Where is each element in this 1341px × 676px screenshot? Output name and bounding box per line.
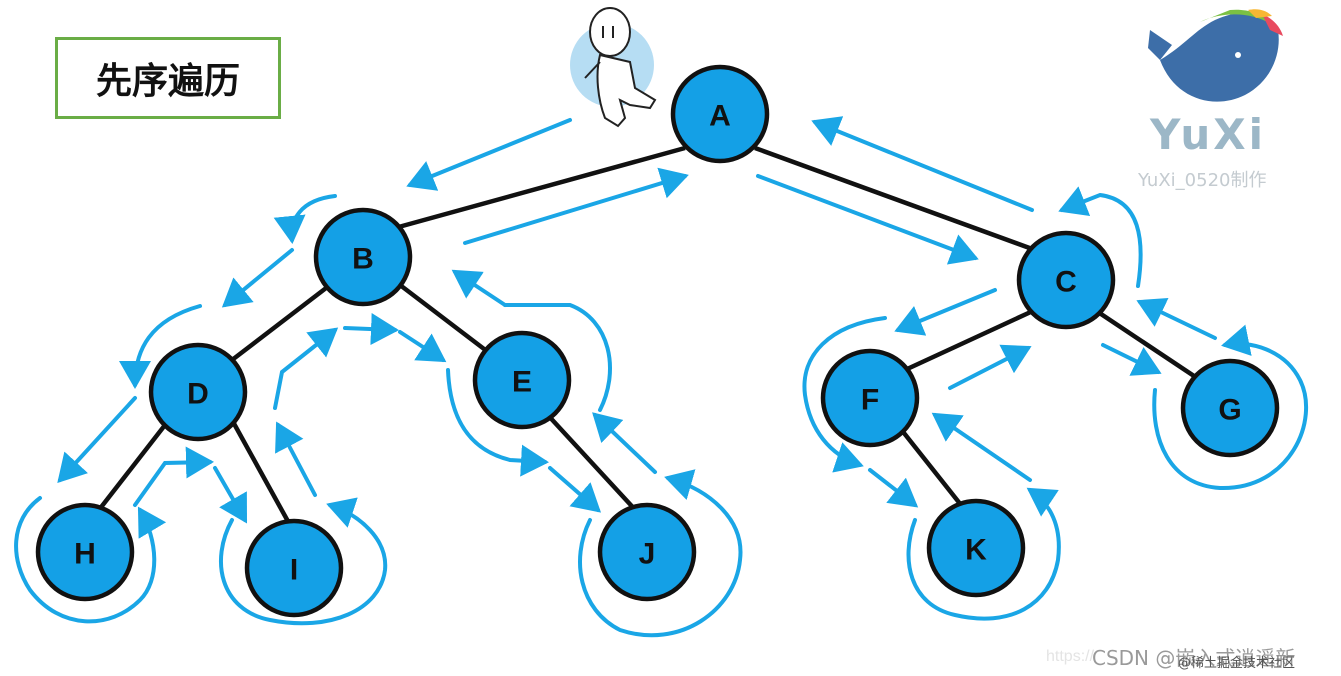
edge-a-c bbox=[754, 145, 1036, 253]
node-c bbox=[1016, 230, 1116, 330]
logo-subtext: YuXi_0520制作 bbox=[1138, 170, 1267, 191]
node-label-g: G bbox=[1218, 394, 1241, 427]
node-label-h: H bbox=[74, 538, 96, 571]
edge-d-h bbox=[93, 423, 167, 517]
node-label-c: C bbox=[1055, 266, 1077, 299]
node-f bbox=[820, 348, 920, 448]
node-g bbox=[1180, 358, 1280, 458]
node-a bbox=[670, 64, 770, 164]
watermark-subtext: @稀土掘金技术社区 bbox=[1178, 656, 1296, 671]
node-k bbox=[926, 498, 1026, 598]
node-label-e: E bbox=[512, 366, 532, 399]
node-h bbox=[35, 502, 135, 602]
edge-b-e bbox=[398, 283, 490, 354]
node-j bbox=[597, 502, 697, 602]
walking-person-icon bbox=[570, 7, 657, 128]
traversal-path bbox=[14, 116, 1309, 638]
page-title: 先序遍历 bbox=[55, 37, 281, 119]
node-label-a: A bbox=[709, 100, 731, 133]
node-label-j: J bbox=[639, 538, 656, 571]
node-labels: A B C D E F G H I J K bbox=[74, 100, 1242, 587]
edge-e-j bbox=[543, 410, 642, 517]
edge-c-f bbox=[904, 307, 1036, 373]
node-label-d: D bbox=[187, 378, 209, 411]
edge-b-d bbox=[230, 283, 332, 362]
node-label-i: I bbox=[290, 554, 298, 587]
tree-nodes bbox=[35, 64, 1280, 618]
node-e bbox=[472, 330, 572, 430]
watermark-url: https:// bbox=[1046, 648, 1095, 665]
node-b bbox=[313, 207, 413, 307]
watermark-text: CSDN @嵌入式逍遥新 bbox=[1092, 646, 1296, 670]
edge-a-b bbox=[394, 145, 686, 231]
node-i bbox=[244, 518, 344, 618]
node-d bbox=[148, 342, 248, 442]
tree-edges bbox=[93, 145, 1202, 527]
node-label-f: F bbox=[861, 384, 879, 417]
edge-f-k bbox=[898, 426, 967, 512]
node-label-b: B bbox=[352, 243, 374, 276]
whale-logo-icon bbox=[1148, 9, 1283, 102]
node-label-k: K bbox=[965, 534, 987, 567]
edge-d-i bbox=[230, 418, 292, 527]
logo-text: YuXi bbox=[1150, 110, 1267, 159]
edge-c-g bbox=[1093, 308, 1202, 382]
